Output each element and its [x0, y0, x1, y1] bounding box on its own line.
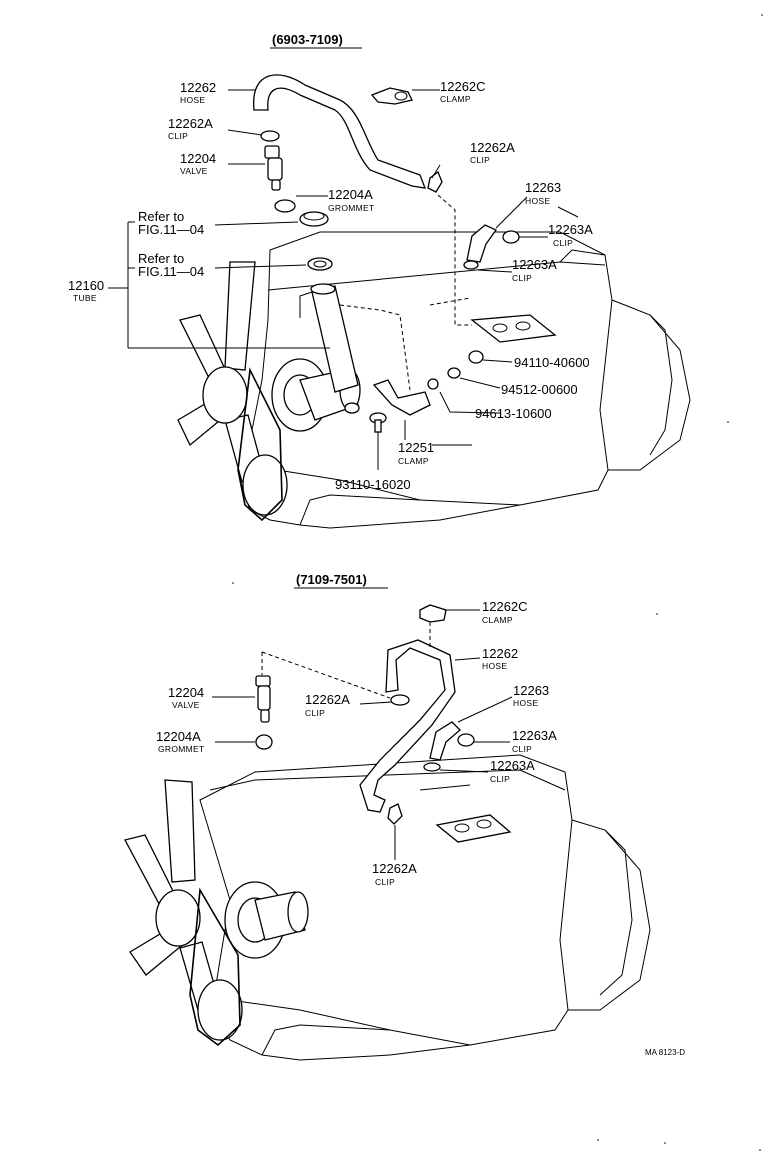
top-clip-12263a-1-num: 12263A — [548, 222, 593, 237]
top-clip-12262a-right — [427, 170, 443, 193]
top-part-93110-num: 93110-16020 — [335, 477, 411, 492]
bottom-section-range: (7109-7501) — [296, 572, 367, 587]
top-refer-1-line2: FIG.11—04 — [138, 222, 204, 237]
top-refer-2-line1: Refer to — [138, 251, 184, 266]
bottom-hose-12262-name: HOSE — [482, 661, 507, 671]
bottom-bracket-plate — [435, 814, 512, 843]
top-grommet-12204a-name: GROMMET — [328, 203, 374, 213]
top-nut-94110 — [468, 350, 484, 364]
bottom-clamp-12262c-num: 12262C — [482, 599, 528, 614]
top-pulleys — [237, 358, 361, 522]
bottom-section: (7109-7501) — [124, 572, 651, 1061]
bottom-clip-12262a-lower-name: CLIP — [375, 877, 395, 887]
bottom-grommet-12204a-num: 12204A — [156, 729, 201, 744]
top-refer-grommet-2 — [307, 257, 333, 271]
top-grommet-12204a-num: 12204A — [328, 187, 373, 202]
top-clamp-12262c-name: CLAMP — [440, 94, 471, 104]
top-grommet-12204a — [274, 199, 296, 213]
top-valve-12204-name: VALVE — [180, 166, 208, 176]
top-section: (6903-7109) — [68, 32, 691, 529]
bottom-clip-12262a-upper-num: 12262A — [305, 692, 350, 707]
bottom-valve-12204-name: VALVE — [172, 700, 200, 710]
top-valve-12204-num: 12204 — [180, 151, 216, 166]
top-fan — [177, 261, 266, 483]
top-clamp-12262c-num: 12262C — [440, 79, 486, 94]
bottom-clip-12263a-1-num: 12263A — [512, 728, 557, 743]
top-clamp-12262c — [370, 87, 413, 105]
top-section-range: (6903-7109) — [272, 32, 343, 47]
bottom-hose-12262-num: 12262 — [482, 646, 518, 661]
top-hose-12262-num: 12262 — [180, 80, 216, 95]
bottom-clip-12262a-upper-name: CLIP — [305, 708, 325, 718]
top-hose-12263 — [466, 224, 497, 263]
bottom-hose-12262 — [359, 639, 456, 813]
bottom-clip-12262a-upper — [390, 694, 410, 706]
top-hose-12263-name: HOSE — [525, 196, 550, 206]
top-tube-12160 — [299, 283, 359, 393]
top-refer-2-line2: FIG.11—04 — [138, 264, 204, 279]
top-clip-12262a-left — [260, 130, 280, 142]
bottom-grommet-12204a — [255, 734, 273, 750]
top-clamp-12251 — [372, 379, 431, 416]
bottom-clip-12262a-lower-num: 12262A — [372, 861, 417, 876]
bottom-hose-12263 — [429, 721, 461, 761]
scan-specks — [232, 14, 763, 1151]
top-tube-12160-num: 12160 — [68, 278, 104, 293]
top-washer-94613 — [427, 378, 439, 390]
top-clip-12263a-2-num: 12263A — [512, 257, 557, 272]
top-clip-12262a-left-num: 12262A — [168, 116, 213, 131]
bottom-clip-12263a-1 — [457, 733, 475, 747]
top-clamp-12251-name: CLAMP — [398, 456, 429, 466]
bottom-grommet-12204a-name: GROMMET — [158, 744, 204, 754]
top-bolt-93110 — [369, 412, 387, 433]
top-refer-grommet-1 — [299, 211, 329, 227]
diagram-code: MA 8123-D — [645, 1048, 685, 1057]
top-hose-12262-name: HOSE — [180, 95, 205, 105]
bottom-clip-12263a-2-num: 12263A — [490, 758, 535, 773]
top-valve-12204 — [264, 145, 283, 191]
top-tube-12160-name: TUBE — [73, 293, 97, 303]
top-part-94110-num: 94110-40600 — [514, 355, 590, 370]
top-clip-12263a-1 — [502, 230, 520, 244]
top-clip-12263a-2 — [463, 260, 479, 270]
bottom-clip-12262a-lower — [387, 803, 403, 825]
top-hose-12263-num: 12263 — [525, 180, 561, 195]
top-hose-12262 — [253, 74, 427, 189]
top-clip-12262a-right-num: 12262A — [470, 140, 515, 155]
bottom-pulleys — [189, 881, 309, 1047]
top-refer-1-line1: Refer to — [138, 209, 184, 224]
top-clip-12262a-right-name: CLIP — [470, 155, 490, 165]
top-clip-12262a-left-name: CLIP — [168, 131, 188, 141]
bottom-fan — [124, 779, 221, 1011]
top-washer-94512 — [447, 367, 461, 379]
bottom-hose-12263-num: 12263 — [513, 683, 549, 698]
top-clip-12263a-1-name: CLIP — [553, 238, 573, 248]
top-bracket-plate — [470, 314, 557, 343]
top-part-94613-num: 94613-10600 — [475, 406, 552, 421]
top-part-94512-num: 94512-00600 — [501, 382, 578, 397]
bottom-clip-12263a-2 — [423, 762, 441, 772]
top-clamp-12251-num: 12251 — [398, 440, 434, 455]
bottom-valve-12204 — [255, 675, 271, 723]
bottom-clip-12263a-2-name: CLIP — [490, 774, 510, 784]
bottom-valve-12204-num: 12204 — [168, 685, 204, 700]
top-clip-12263a-2-name: CLIP — [512, 273, 532, 283]
bottom-clamp-12262c — [419, 604, 447, 623]
bottom-clip-12263a-1-name: CLIP — [512, 744, 532, 754]
bottom-hose-12263-name: HOSE — [513, 698, 538, 708]
bottom-clamp-12262c-name: CLAMP — [482, 615, 513, 625]
